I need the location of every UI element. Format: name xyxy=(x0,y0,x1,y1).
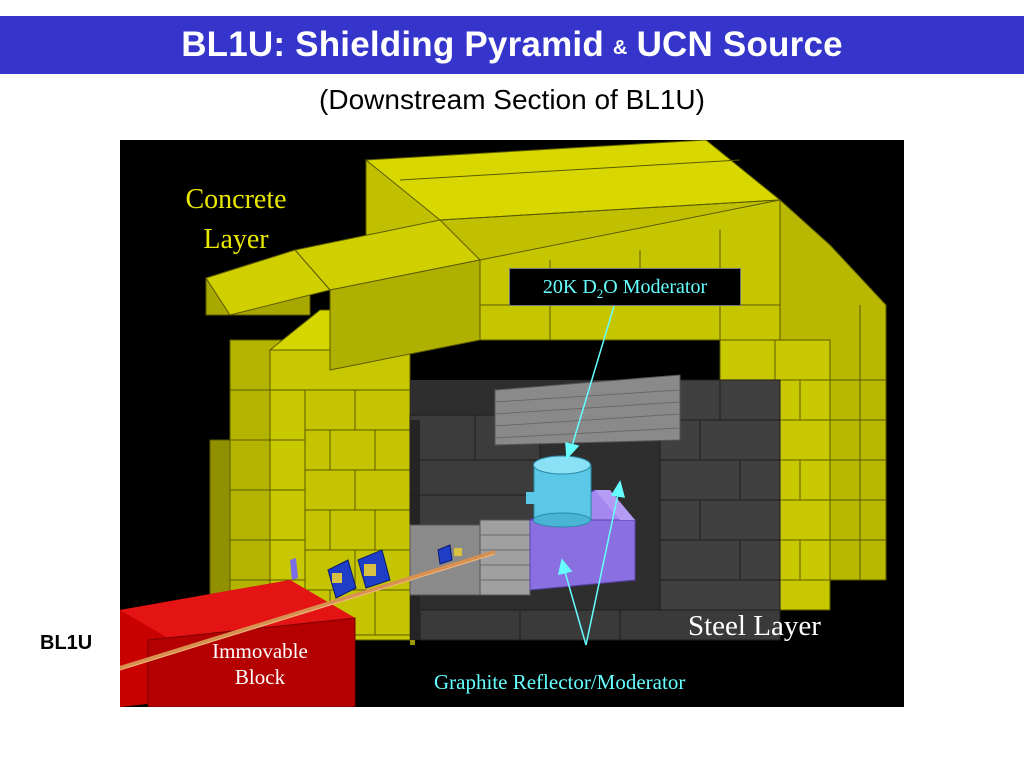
immovable-block xyxy=(120,580,356,707)
shielding-drawing xyxy=(120,140,887,707)
moderator-pointer xyxy=(565,305,615,460)
title-ampersand: & xyxy=(612,36,628,59)
beam-pipe xyxy=(120,550,496,671)
shielding-diagram: Concrete Layer 20K D2O Moderator Steel L… xyxy=(120,140,904,707)
immovable-block-label: Immovable Block xyxy=(192,638,328,690)
concrete-label-line1: Concrete xyxy=(185,184,287,215)
concrete-label-line2: Layer xyxy=(203,224,269,255)
moderator-label-suffix: O Moderator xyxy=(603,276,708,298)
title-main: BL1U: Shielding Pyramid xyxy=(181,25,604,64)
graphite-pointers xyxy=(558,480,626,646)
slide-subtitle: (Downstream Section of BL1U) xyxy=(319,84,705,115)
beamline-magnets xyxy=(290,544,462,599)
block-label-line1: Immovable xyxy=(212,639,308,663)
beamline-label: BL1U xyxy=(40,632,93,654)
slide-title: BL1U: Shielding Pyramid & UCN Source xyxy=(0,16,1024,74)
block-label-line2: Block xyxy=(234,665,286,689)
concrete-layer-label: Concrete Layer xyxy=(166,180,306,260)
moderator-label-prefix: 20K D xyxy=(542,276,597,298)
moderator-label-subscript: 2 xyxy=(596,286,604,301)
title-secondary: UCN Source xyxy=(636,25,843,64)
graphite-label: Graphite Reflector/Moderator xyxy=(434,670,686,694)
moderator-vessel xyxy=(526,455,592,528)
steel-layer-label: Steel Layer xyxy=(688,610,821,642)
moderator-label: 20K D2O Moderator xyxy=(509,268,741,306)
